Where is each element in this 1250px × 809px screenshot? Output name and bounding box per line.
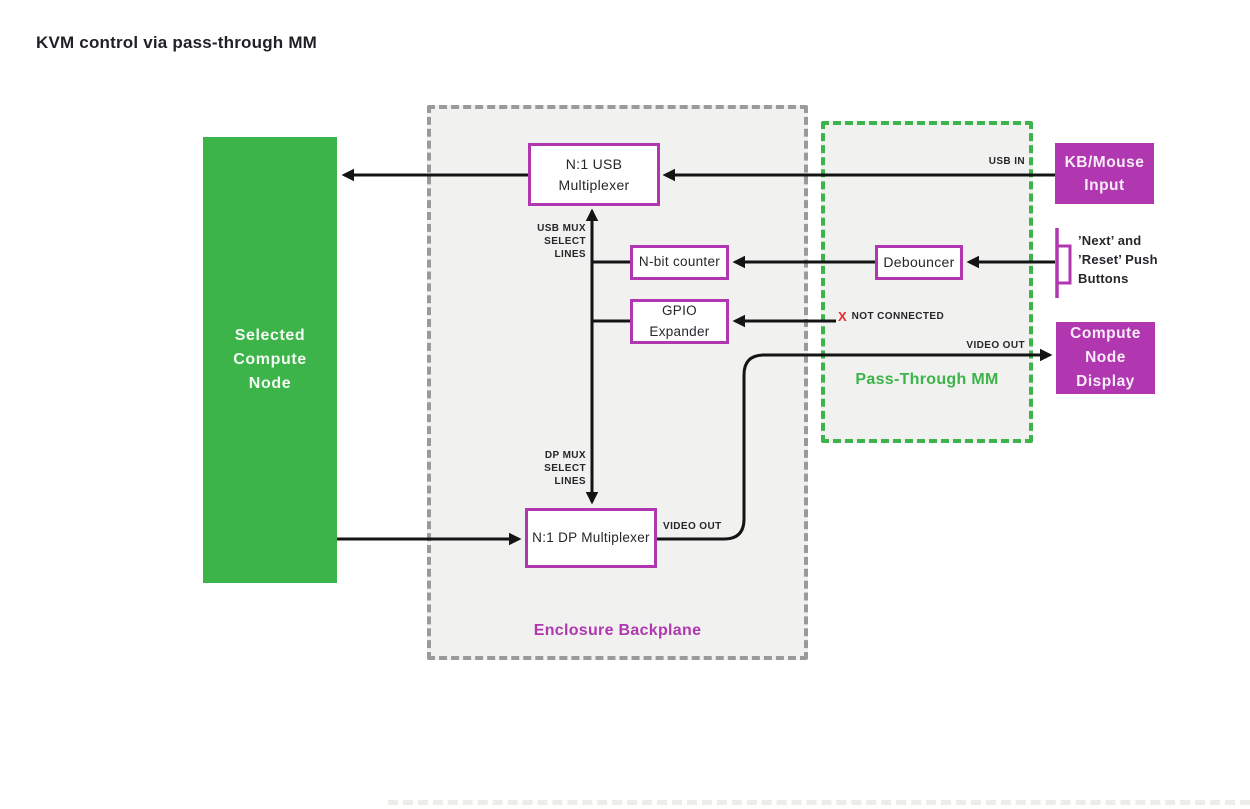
push-buttons-label: ’Next’ and ’Reset’ Push Buttons <box>1078 233 1158 286</box>
node-kb-mouse-input: KB/Mouse Input <box>1055 143 1154 204</box>
label-dp-mux-select-lines: DP MUX SELECT LINES <box>544 450 586 487</box>
label-video-out-mm: VIDEO OUT <box>966 340 1025 351</box>
node-usb-multiplexer: N:1 USB Multiplexer <box>528 143 660 206</box>
not-connected-annotation: X NOT CONNECTED <box>836 309 947 324</box>
node-dp-multiplexer: N:1 DP Multiplexer <box>525 508 657 568</box>
page-title: KVM control via pass-through MM <box>36 33 318 52</box>
wire-video-out <box>657 348 1053 541</box>
label-usb-in: USB IN <box>988 156 1025 167</box>
x-mark-icon: X <box>838 309 847 324</box>
label-video-out-dp: VIDEO OUT <box>663 521 722 532</box>
node-debouncer: Debouncer <box>875 245 963 280</box>
node-n-bit-counter: N-bit counter <box>630 245 729 280</box>
enclosure-backplane-label: Enclosure Backplane <box>533 622 702 639</box>
label-usb-mux-select-lines: USB MUX SELECT LINES <box>537 223 586 260</box>
node-gpio-expander: GPIO Expander <box>630 299 729 344</box>
not-connected-label: NOT CONNECTED <box>851 311 945 322</box>
node-selected-compute-node: Selected Compute Node <box>203 137 337 583</box>
node-compute-node-display: Compute Node Display <box>1056 322 1155 394</box>
push-button-actuator-icon <box>1055 244 1072 285</box>
pass-through-mm-label: Pass-Through MM <box>855 371 999 388</box>
bottom-edge-dashes <box>388 800 1250 805</box>
